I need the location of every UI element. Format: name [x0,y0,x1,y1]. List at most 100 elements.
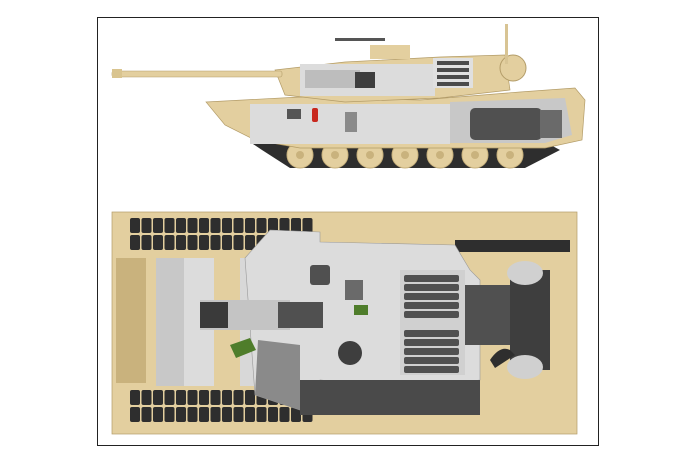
wheel-hub [436,151,444,159]
track-link [187,407,198,422]
breech-block-top [278,302,323,328]
track-link [222,390,232,405]
commander-cupola [370,45,410,59]
track-link [210,218,221,233]
front-glacis [116,258,146,383]
ammo-round [404,357,459,364]
track-link [187,235,198,250]
ammo-round [404,293,459,300]
track-link [302,218,313,233]
exhaust-duct [490,348,515,368]
commander-seat [310,265,330,285]
track-link [164,407,175,422]
track-link [245,235,255,250]
breech-block [355,72,375,88]
track-link [245,390,255,405]
ammo-round [404,366,459,373]
track-link [130,218,140,233]
track-link [291,218,301,233]
track-link [187,218,198,233]
track-link [153,235,163,250]
engine-block-right [540,110,562,138]
track-link [233,407,244,422]
track-link [233,235,244,250]
track-link [141,235,152,250]
armor-skirt-dark [300,380,480,415]
track-link [291,407,301,422]
track-link [187,390,198,405]
track-link [222,218,232,233]
muzzle [112,69,122,78]
track-link [233,390,244,405]
antenna [505,24,508,64]
track-link [210,390,221,405]
track-link [199,218,209,233]
track-link [130,390,140,405]
machine-gun [335,38,385,41]
track-link [245,407,255,422]
ammo-round [404,284,459,291]
track-link [176,390,186,405]
track-link [199,390,209,405]
track-link [268,407,278,422]
radio-green [354,305,368,315]
ammo-round [404,302,459,309]
ammo-round [404,311,459,318]
display-panel [287,109,301,119]
driver-stripe-1 [156,258,184,386]
track-link [141,390,152,405]
track-link [245,218,255,233]
track-link [141,218,152,233]
gunner-seat [338,341,362,365]
track-link [279,218,290,233]
ammo-round [404,330,459,337]
side-view [111,24,586,169]
air-filter-lower [507,355,543,379]
ammo-round [404,275,459,282]
track-link [210,235,221,250]
wheel-hub [401,151,409,159]
seat [345,112,357,132]
ammo-rounds-side [437,61,469,86]
track-link [176,407,186,422]
wheel-hub [366,151,374,159]
loader-hatch [345,280,363,300]
track-link [130,235,140,250]
track-link [176,235,186,250]
track-link [222,235,232,250]
road-wheels [286,141,524,169]
ammo-round [404,339,459,346]
track-link [199,407,209,422]
track-link [153,218,163,233]
turret-armor-dark [255,340,300,410]
bustle-rack-wheel [499,54,527,82]
ammo-grid [200,302,228,328]
air-filter-upper [507,261,543,285]
track-link [256,407,267,422]
fire-extinguisher [312,108,318,122]
track-link [279,407,290,422]
green-box [230,338,256,358]
ammo-rounds-top [404,275,459,373]
wheel-hub [506,151,514,159]
track-link [176,218,186,233]
wheel-hub [471,151,479,159]
track-link [164,218,175,233]
main-gun-barrel [111,70,283,78]
track-link [164,390,175,405]
track-link [268,218,278,233]
track-link [153,407,163,422]
track-link [210,407,221,422]
ammo-round [404,348,459,355]
wheel-hub [296,151,304,159]
track-link [164,235,175,250]
transmission-top [510,270,550,370]
track-link [199,235,209,250]
wheel-hub [331,151,339,159]
track-link [222,407,232,422]
track-link [233,218,244,233]
track-link [256,218,267,233]
engine-block [470,108,542,140]
track-link [130,407,140,422]
